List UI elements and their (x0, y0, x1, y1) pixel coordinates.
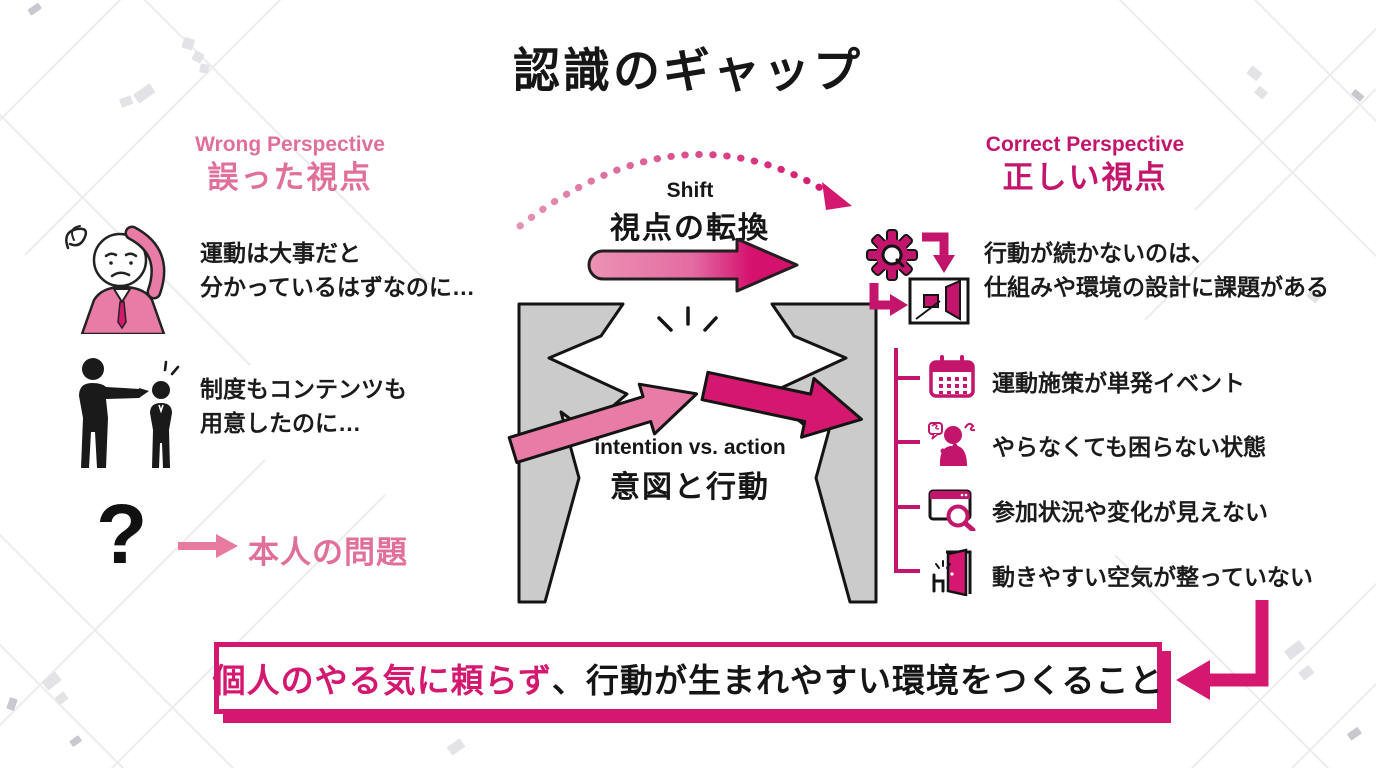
correct-item-3-text: 参加状況や変化が見えない (992, 499, 1268, 525)
wrong-item-1-text: 運動は大事だと 分かっているはずなのに… (200, 240, 475, 300)
page-title: 認識のギャップ (513, 44, 863, 97)
gradient-right-arrow-icon (587, 238, 799, 293)
correct-perspective-header-ja: 正しい視点 (1002, 160, 1168, 196)
correct-perspective-header: Correct Perspective 正しい視点 (935, 133, 1235, 196)
worried-person-illustration (65, 225, 166, 334)
wrong-perspective-header-ja: 誤った視点 (207, 160, 373, 196)
list-tick (894, 569, 920, 573)
conclusion-highlight: 個人のやる気に頼らず (212, 662, 552, 699)
elbow-left-arrow-icon (1176, 600, 1269, 700)
wrong-item-2-text: 制度もコンテンツも 用意したのに… (200, 376, 407, 436)
conclusion-rest: 、行動が生まれやすい環境をつくること (552, 662, 1164, 699)
correct-item-1-text: 運動施策が単発イベント (992, 370, 1245, 396)
pink-right-arrow-icon (178, 534, 238, 558)
wrong-perspective-header: Wrong Perspective 誤った視点 (150, 133, 430, 196)
system-cycle-icon (866, 229, 970, 325)
conclusion-box: 個人のやる気に頼らず、行動が生まれやすい環境をつくること (212, 642, 1164, 714)
calendar-icon (929, 355, 975, 398)
open-door-icon (932, 548, 972, 596)
correct-item-2-text: やらなくても困らない状態 (992, 434, 1267, 460)
correct-item-4-text: 動きやすい空気が整っていない (992, 564, 1313, 590)
list-connector-line (894, 348, 898, 573)
shift-label-en: Shift (666, 179, 714, 202)
correct-main-point: 行動が続かないのは、 仕組みや環境の設計に課題がある (984, 240, 1329, 300)
list-tick (894, 376, 920, 380)
list-tick (894, 505, 920, 509)
pointing-people-illustration (79, 358, 180, 468)
correct-perspective-header-en: Correct Perspective (985, 133, 1185, 156)
wrong-perspective-header-en: Wrong Perspective (195, 133, 385, 156)
unbothered-person-icon (928, 422, 976, 466)
list-tick (894, 440, 920, 444)
chasm-gap-illustration (507, 302, 878, 604)
own-problem-label: 本人の問題 (248, 535, 408, 570)
question-mark: ? (96, 487, 148, 581)
window-magnifier-icon (928, 489, 976, 531)
gap-label-ja: 意図と行動 (610, 471, 770, 504)
gap-label-en: intention vs. action (594, 436, 786, 459)
dotted-arc-arrow-icon (516, 150, 852, 230)
